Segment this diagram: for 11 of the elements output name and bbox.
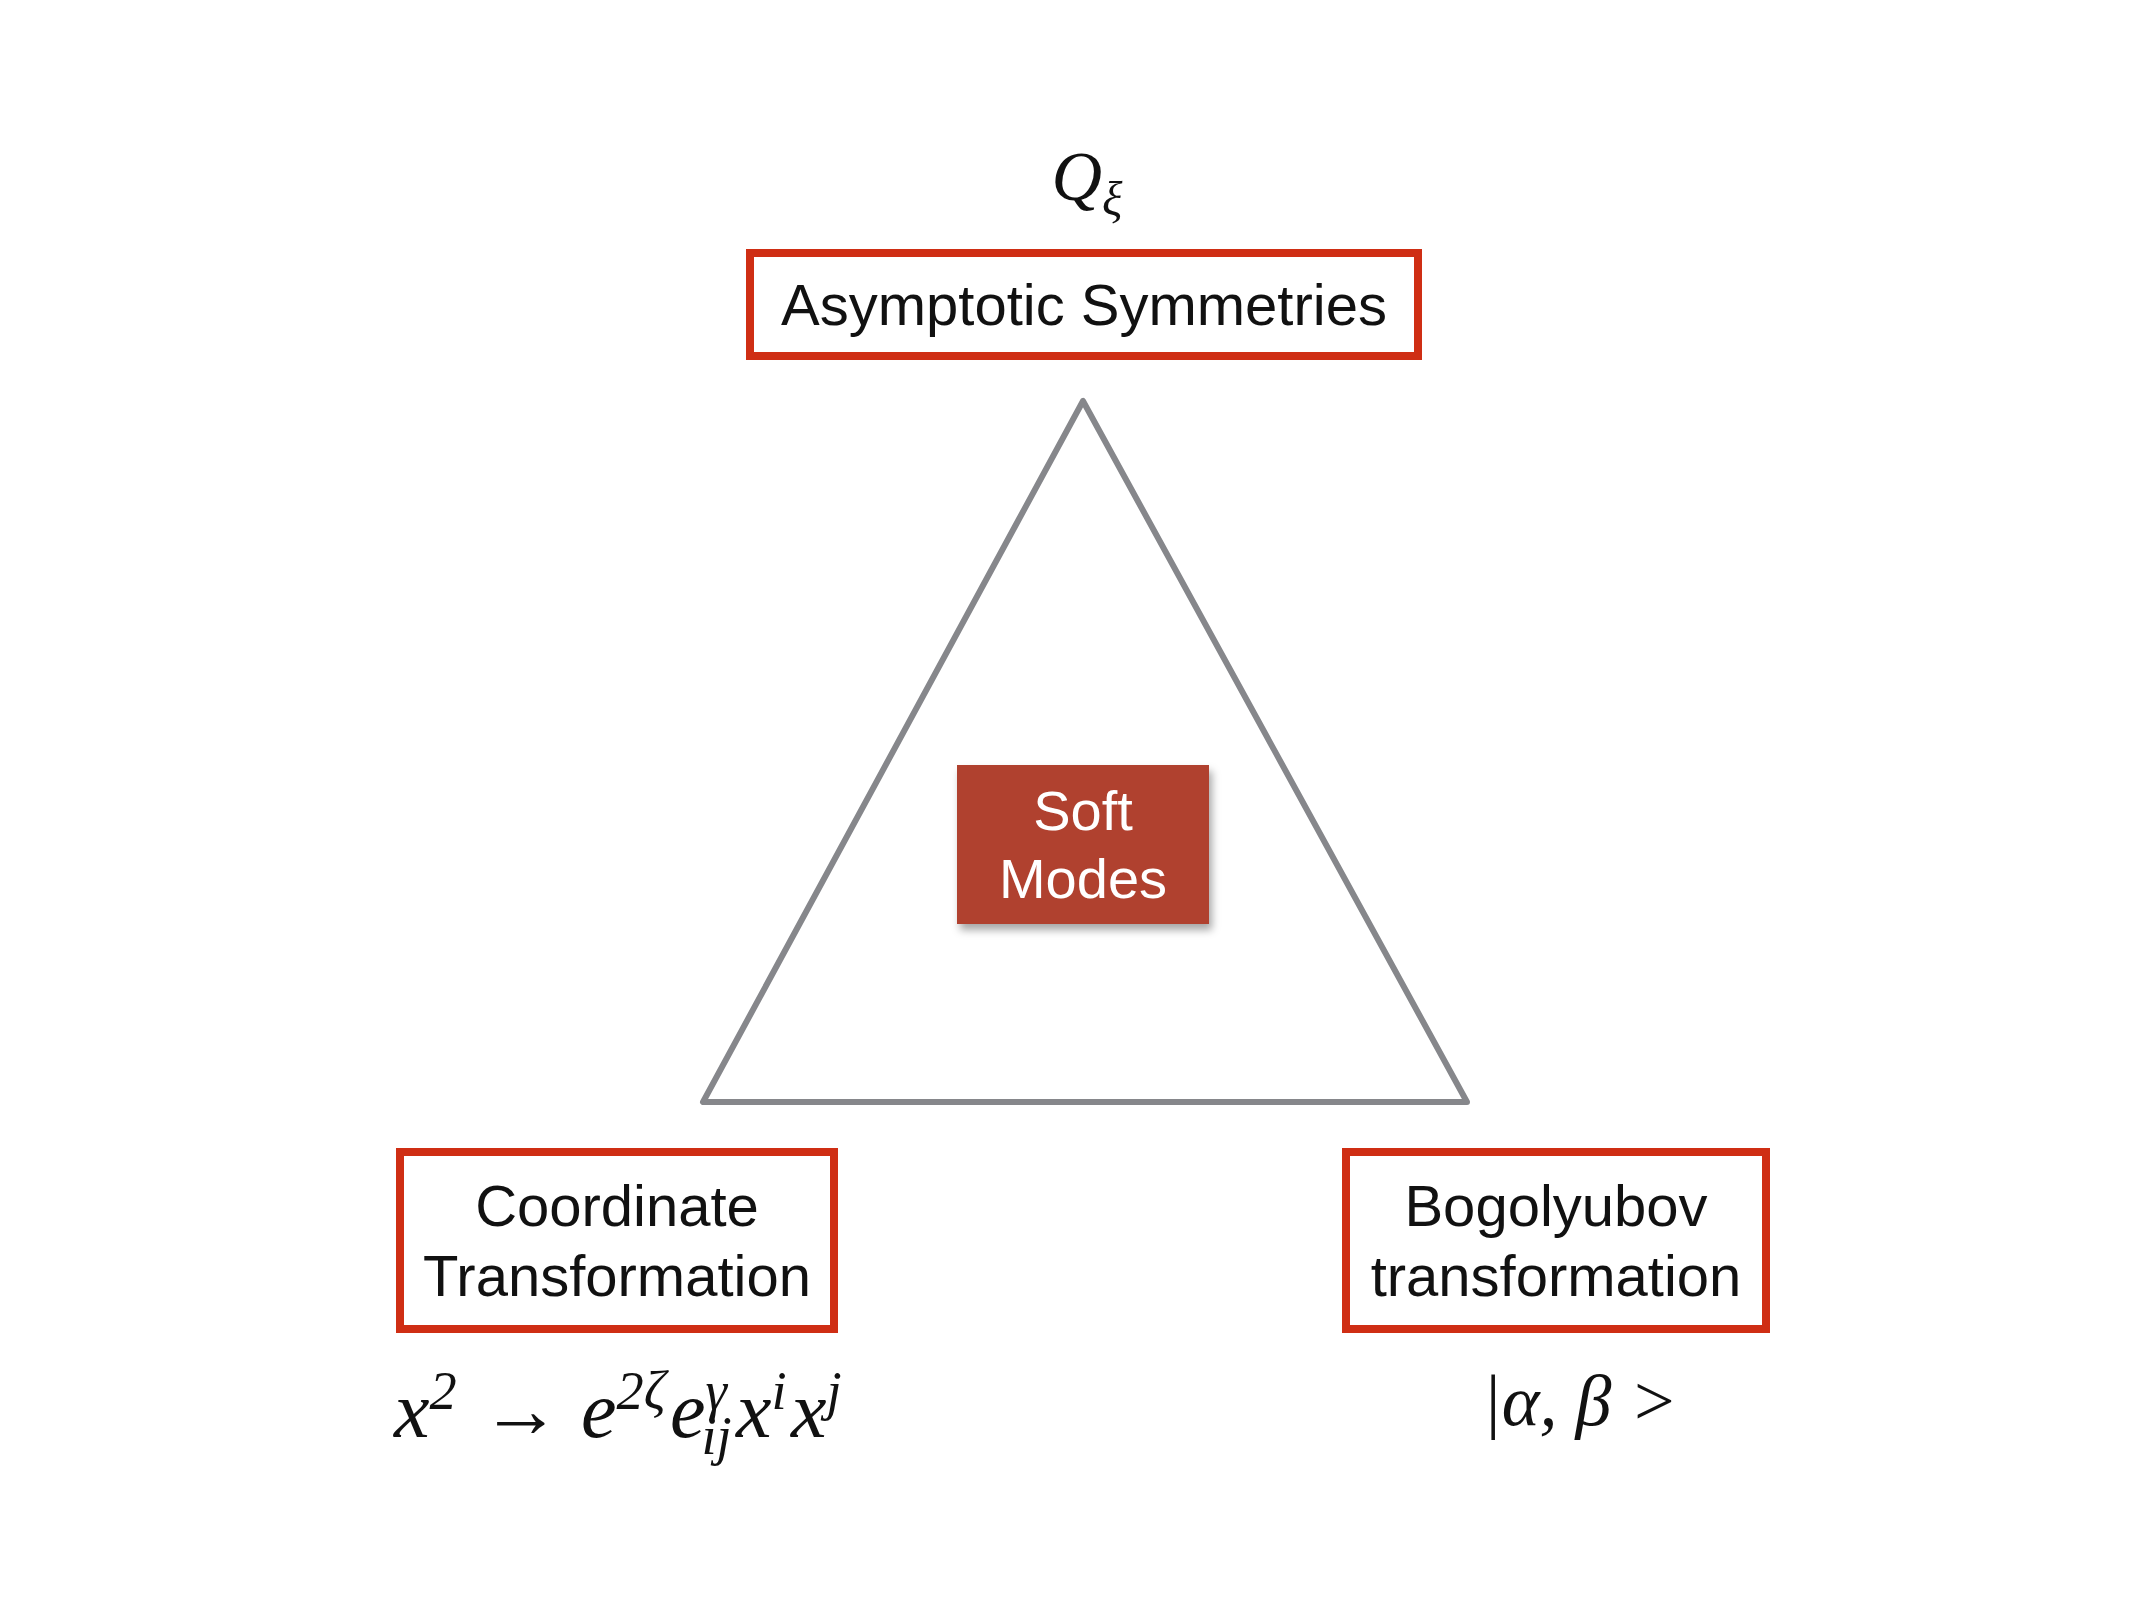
math-formula: |α, β > (1481, 1360, 1679, 1444)
highlight-box (957, 765, 1209, 924)
math-formula: x$^{2}$ → e$^{2ζ}$e$^{γ}$$_{ij}$x$^{i}$x$^{j}$ (392, 1360, 843, 1468)
box-label: Bogolyubov transformation (1369, 1171, 1743, 1310)
box-label: Asymptotic Symmetries (781, 270, 1387, 339)
box-label: Soft Modes (997, 778, 1169, 912)
concept-box (396, 1148, 838, 1333)
concept-box (1342, 1148, 1770, 1333)
box-label: Coordinate Transformation (422, 1171, 812, 1310)
math-symbol: Q$_{ξ}$ (1050, 136, 1124, 227)
concept-box (746, 249, 1422, 360)
